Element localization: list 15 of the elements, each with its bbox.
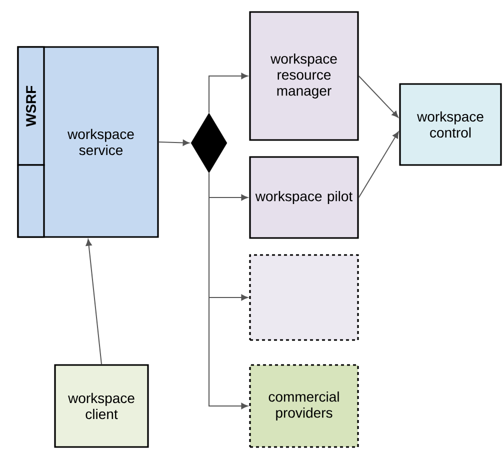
arrow <box>358 76 398 118</box>
decision-diamond <box>190 112 228 174</box>
process-box: workspace control <box>399 83 502 166</box>
process-box: workspace client <box>54 364 149 448</box>
arrow <box>158 140 190 146</box>
process-box: commercial providers <box>249 364 359 448</box>
side-band <box>17 164 45 238</box>
process-box: workspace resource manager <box>249 11 359 141</box>
side-band: WSRF <box>17 46 45 166</box>
arrow <box>208 72 248 114</box>
process-box: workspace pilot <box>249 156 359 239</box>
arrow <box>86 239 102 365</box>
arrow <box>208 172 248 410</box>
process-box <box>249 254 359 341</box>
arrow <box>358 132 399 198</box>
